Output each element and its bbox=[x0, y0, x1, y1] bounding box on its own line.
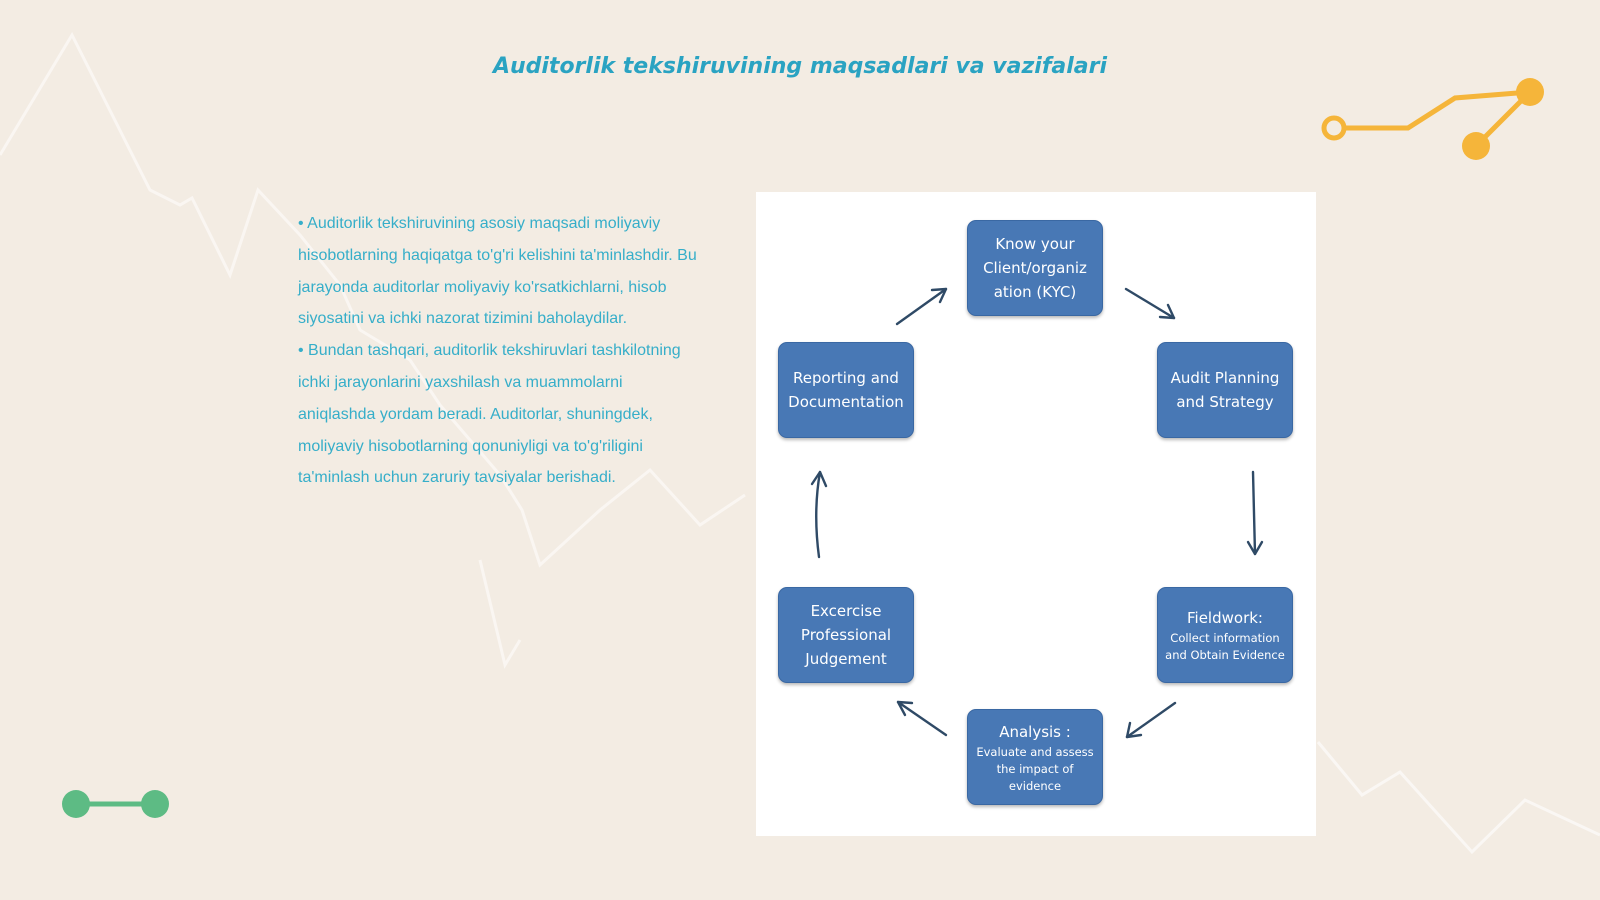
node-analysis-label: Analysis : bbox=[999, 722, 1071, 741]
text-content: • Auditorlik tekshiruvining asosiy maqsa… bbox=[298, 208, 698, 494]
node-analysis: Analysis : Evaluate and assess the impac… bbox=[967, 709, 1103, 805]
node-fieldwork-label: Fieldwork: bbox=[1187, 609, 1263, 627]
node-analysis-sublabel: Evaluate and assess the impact of eviden… bbox=[976, 744, 1094, 793]
arrow-analysis-to-judgement bbox=[896, 700, 948, 737]
node-fieldwork-sublabel: Collect information and Obtain Evidence bbox=[1165, 631, 1285, 662]
circuit-decoration-orange bbox=[1321, 78, 1544, 160]
node-audit-planning-label: Audit Planning and Strategy bbox=[1170, 369, 1280, 411]
bullet-paragraph-2: • Bundan tashqari, auditorlik tekshiruvl… bbox=[298, 342, 681, 487]
node-reporting: Reporting and Documentation bbox=[778, 342, 914, 438]
arrow-planning-to-fieldwork bbox=[1246, 470, 1264, 556]
dumbbell-decoration-green bbox=[62, 790, 169, 818]
arrow-judgement-to-reporting bbox=[810, 470, 828, 559]
background-zigzag-line-right bbox=[1316, 741, 1600, 855]
arrow-kyc-to-planning bbox=[1124, 287, 1176, 320]
audit-cycle-diagram: Know your Client/organiz ation (KYC) Aud… bbox=[756, 192, 1316, 836]
node-audit-planning: Audit Planning and Strategy bbox=[1157, 342, 1293, 438]
node-reporting-label: Reporting and Documentation bbox=[788, 369, 904, 411]
cycle-arrows bbox=[810, 287, 1264, 739]
bullet-paragraph-1: • Auditorlik tekshiruvining asosiy maqsa… bbox=[298, 215, 697, 328]
arrow-fieldwork-to-analysis bbox=[1125, 701, 1177, 739]
background-zigzag-line-bottom bbox=[478, 559, 522, 669]
node-professional-judgement-label: Excercise Professional Judgement bbox=[800, 602, 892, 668]
node-professional-judgement: Excercise Professional Judgement bbox=[778, 587, 914, 683]
arrow-reporting-to-kyc bbox=[895, 287, 948, 326]
slide-title: Auditorlik tekshiruvining maqsadlari va … bbox=[492, 54, 1108, 79]
node-fieldwork: Fieldwork: Collect information and Obtai… bbox=[1157, 587, 1293, 683]
node-kyc-label: Know your Client/organiz ation (KYC) bbox=[983, 235, 1087, 301]
node-kyc: Know your Client/organiz ation (KYC) bbox=[967, 220, 1103, 316]
